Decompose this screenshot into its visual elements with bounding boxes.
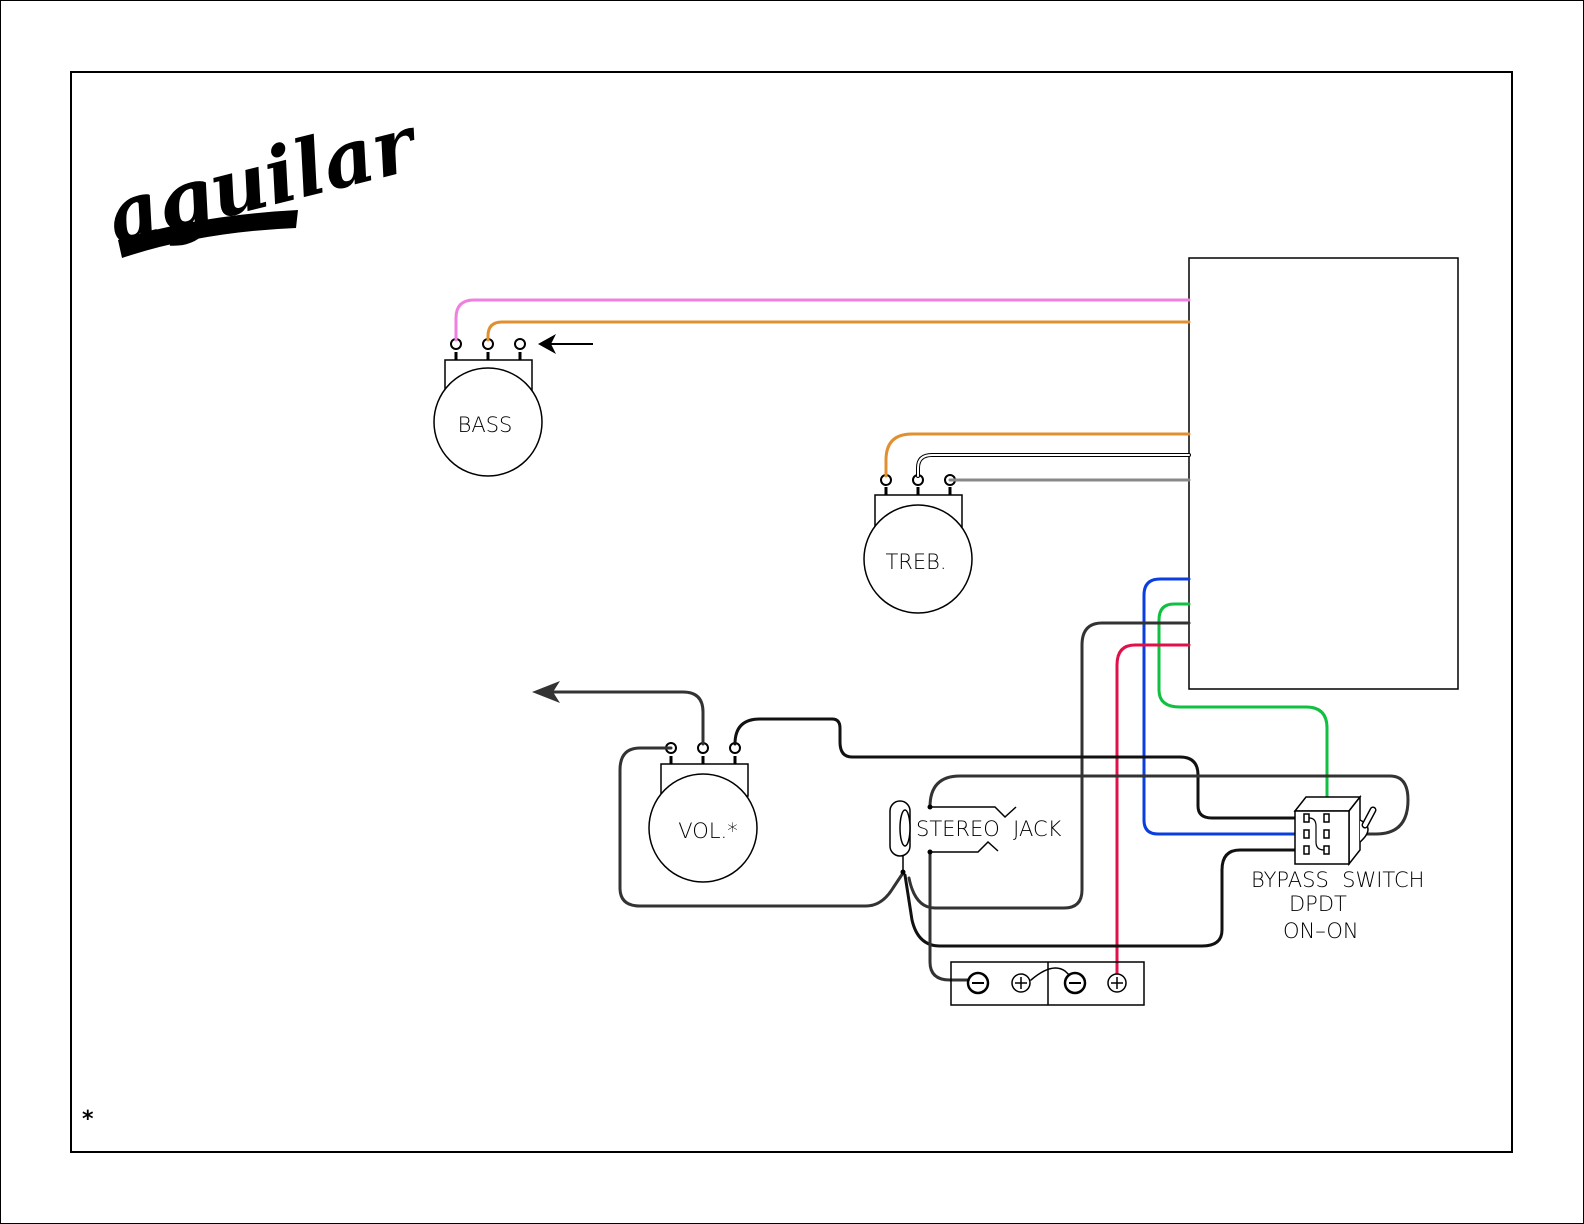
preamp-module bbox=[1189, 258, 1458, 689]
switch-label-line1: BYPASS SWITCH bbox=[1251, 868, 1424, 892]
wire-white-treble-core bbox=[918, 455, 1189, 476]
bass-pot[interactable]: BASS bbox=[434, 339, 542, 476]
battery-1-negative-icon bbox=[968, 973, 988, 993]
switch-label-line2: DPDT bbox=[1289, 892, 1347, 916]
bass-arrow-icon bbox=[538, 334, 593, 354]
wire-black-vol-out bbox=[546, 692, 703, 744]
wire-black-switch-bottom bbox=[905, 850, 1306, 946]
volume-pot[interactable]: VOL.* bbox=[649, 743, 757, 882]
switch-label-line3: ON–ON bbox=[1283, 919, 1359, 943]
aguilar-logo: aguilar bbox=[98, 97, 428, 262]
switch-lug bbox=[1304, 830, 1309, 838]
switch-lug bbox=[1304, 846, 1309, 854]
bass-lug-3[interactable] bbox=[515, 339, 525, 349]
volume-pot-label: VOL.* bbox=[678, 819, 737, 843]
switch-lug bbox=[1324, 846, 1329, 854]
battery-2-negative-icon bbox=[1065, 973, 1085, 993]
wire-black-module bbox=[909, 623, 1189, 908]
wire-pink bbox=[456, 300, 1189, 340]
switch-lug bbox=[1304, 814, 1309, 822]
footnote-marker: * bbox=[82, 1107, 94, 1132]
wire-white-treble bbox=[918, 455, 1189, 476]
wire-black-battery-neg bbox=[930, 853, 978, 980]
battery-pack bbox=[951, 962, 1144, 1005]
switch-lug bbox=[1324, 830, 1329, 838]
treble-pot-label: TREB. bbox=[885, 550, 946, 574]
wire-orange-bass bbox=[488, 322, 1189, 340]
bass-pot-label: BASS bbox=[458, 413, 513, 437]
switch-lug bbox=[1324, 814, 1329, 822]
stereo-jack-label: STEREO JACK bbox=[916, 817, 1062, 841]
battery-2-positive-icon bbox=[1108, 974, 1126, 992]
wire-red bbox=[1117, 645, 1189, 985]
jack-ring-contact bbox=[930, 842, 998, 852]
treble-pot[interactable]: TREB. bbox=[864, 475, 972, 613]
wire-black-vol-lug3 bbox=[735, 719, 1306, 818]
stereo-jack[interactable]: STEREO JACK bbox=[890, 801, 1062, 875]
battery-1-positive-icon bbox=[1012, 974, 1030, 992]
jack-tip-contact bbox=[930, 807, 1016, 817]
